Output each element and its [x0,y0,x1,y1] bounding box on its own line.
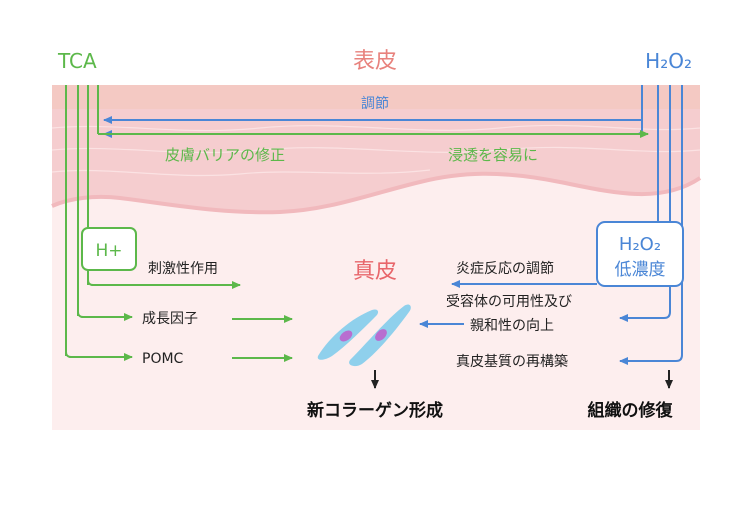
epidermis-cell-texture [51,124,701,177]
receptor-text-line1: 受容体の可用性及び [446,293,572,310]
matrix-connector [619,286,683,365]
h2o2-box-line1: H₂O₂ [619,234,661,255]
receptor-text-line2: 親和性の向上 [470,318,554,334]
receptor-connector [619,286,671,322]
epidermis-top-band [52,85,700,109]
h-plus-text: H+ [95,241,122,261]
h2o2-low-box [596,221,684,287]
inflammation-text: 炎症反応の調節 [456,260,554,277]
pomc-connector [65,340,133,361]
matrix-rebuild-text: 真皮基質の再構築 [456,353,568,370]
regulation-text: 調節 [361,95,389,112]
penetration-text: 浸透を容易に [448,146,538,164]
tissue-repair-text: 組織の修復 [588,400,674,421]
barrier-repair-text: 皮膚バリアの修正 [165,146,285,164]
dermis-label: 真皮 [353,259,397,284]
growth-factor-connector [77,300,133,321]
new-collagen-text: 新コラーゲン形成 [307,400,443,421]
growth-factor-text: 成長因子 [142,311,198,327]
stimulant-arrow [87,270,241,289]
h-plus-box [81,227,137,271]
basement-membrane [51,171,702,215]
stimulant-effect-text: 刺激性作用 [148,260,218,277]
h2o2-label: H₂O₂ [645,49,692,73]
fibroblast-cells [317,304,411,367]
tca-label: TCA [57,49,97,73]
h2o2-box-line2: 低濃度 [615,260,666,280]
pomc-text: POMC [142,351,184,367]
epidermis-label: 表皮 [353,49,397,74]
